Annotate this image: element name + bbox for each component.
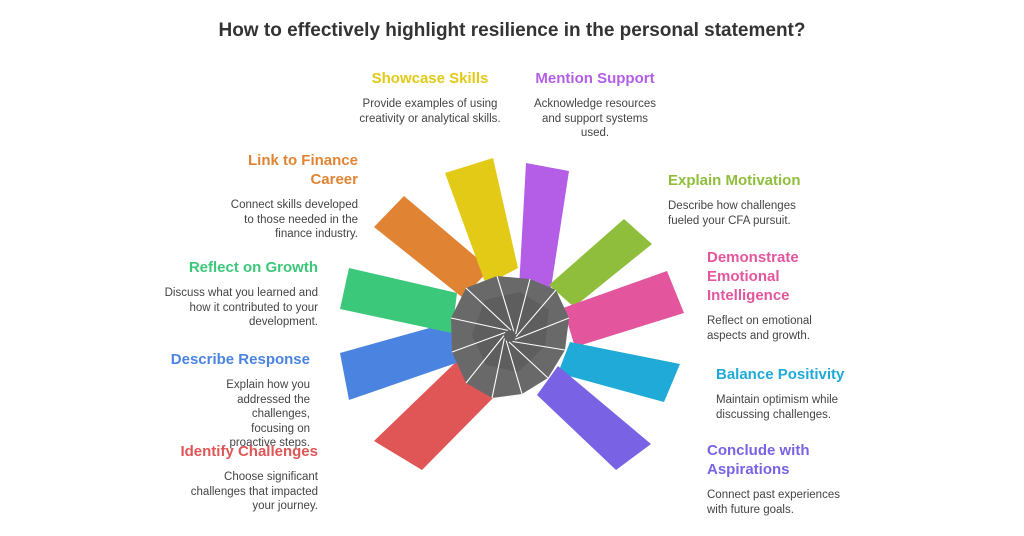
mention-support-desc: Acknowledge resources and support system…: [533, 98, 657, 139]
explain-motivation-title: Explain Motivation: [668, 172, 801, 189]
showcase-skills-blade: [445, 158, 518, 285]
balance-positivity-title: Balance Positivity: [716, 366, 845, 383]
reflect-on-growth-blade: [340, 268, 457, 333]
describe-response-title: Describe Response: [170, 351, 310, 368]
hub-divider-line: [505, 340, 523, 395]
balance-positivity-blade: [558, 342, 680, 402]
describe-response-blade: [340, 322, 459, 400]
conclude-with-aspirations-desc: Connect past experiences with future goa…: [707, 489, 840, 516]
hub-divider-line: [491, 338, 505, 399]
central-hub: [450, 275, 570, 399]
link-to-finance-career-blade: [374, 196, 490, 298]
mention-support-title: Mention Support: [535, 70, 655, 87]
identify-challenges-blade: [374, 360, 493, 470]
balance-positivity-desc: Maintain optimism while discussing chall…: [716, 394, 839, 421]
conclude-with-aspirations-title: Conclude with Aspirations: [707, 442, 810, 478]
showcase-skills-desc: Provide examples of using creativity or …: [359, 98, 501, 125]
hub-divider-line: [508, 341, 549, 379]
reflect-on-growth-title: Reflect on Growth: [188, 259, 318, 276]
explain-motivation-item: Explain Motivation Describe how challeng…: [668, 171, 838, 228]
hub-divider-line: [515, 278, 531, 335]
hub-divider-line: [451, 331, 506, 353]
emotional-intelligence-blade: [563, 271, 684, 347]
hub-divider-line: [496, 275, 515, 332]
emotional-intelligence-title: Demonstrate Emotional Intelligence: [707, 249, 799, 304]
hub-divider-line: [465, 335, 505, 384]
diagram-title: How to effectively highlight resilience …: [218, 20, 806, 41]
showcase-skills-title: Showcase Skills: [371, 70, 489, 87]
link-to-finance-career-desc: Connect skills developed to those needed…: [230, 199, 358, 240]
reflect-on-growth-desc: Discuss what you learned and how it cont…: [164, 287, 318, 328]
identify-challenges-item: Identify Challenges Choose significant c…: [150, 442, 318, 514]
conclude-with-aspirations-blade: [537, 366, 651, 470]
identify-challenges-title: Identify Challenges: [180, 443, 318, 460]
mention-support-item: Mention Support Acknowledge resources an…: [515, 69, 675, 141]
hub-divider-line: [514, 317, 570, 340]
hub-divider-line: [515, 289, 557, 338]
mention-support-blade: [519, 163, 569, 288]
link-to-finance-career-title: Link to Finance Career: [247, 152, 358, 188]
reflect-on-growth-item: Reflect on Growth Discuss what you learn…: [150, 258, 318, 330]
hub-divider-line: [465, 287, 512, 331]
describe-response-item: Describe Response Explain how you addres…: [150, 350, 310, 451]
balance-positivity-item: Balance Positivity Maintain optimism whi…: [716, 365, 866, 422]
hub-divider-line: [512, 340, 566, 351]
emotional-intelligence-item: Demonstrate Emotional Intelligence Refle…: [707, 248, 857, 343]
explain-motivation-desc: Describe how challenges fueled your CFA …: [668, 200, 796, 227]
emotional-intelligence-desc: Reflect on emotional aspects and growth.: [707, 315, 812, 342]
identify-challenges-desc: Choose significant challenges that impac…: [190, 471, 318, 512]
showcase-skills-item: Showcase Skills Provide examples of usin…: [350, 69, 510, 126]
describe-response-desc: Explain how you addressed the challenges…: [226, 379, 310, 449]
conclude-with-aspirations-item: Conclude with Aspirations Connect past e…: [707, 441, 857, 517]
explain-motivation-blade: [549, 219, 652, 307]
link-to-finance-career-item: Link to Finance Career Connect skills de…: [196, 151, 358, 242]
hub-divider-line: [450, 317, 508, 331]
